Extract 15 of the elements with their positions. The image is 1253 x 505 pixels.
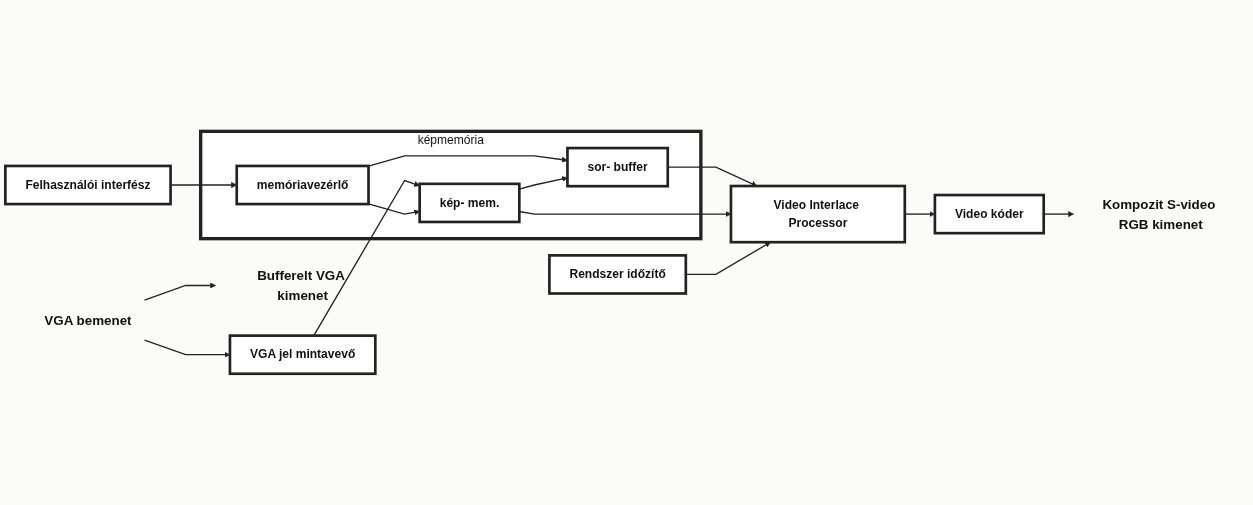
node-box: Video Interlace Processor bbox=[729, 184, 907, 244]
node-box: memóriavezérlő bbox=[235, 164, 370, 206]
node-text: Bufferelt VGA kimenet bbox=[257, 268, 345, 303]
node-box: Rendszer időzítő bbox=[548, 254, 688, 295]
node-box: Felhasználói interfész bbox=[4, 164, 172, 206]
node-box: kép- mem. bbox=[418, 182, 521, 224]
arrow bbox=[143, 282, 216, 301]
arrow bbox=[367, 203, 420, 216]
node-text: Kompozit S-video RGB kimenet bbox=[1102, 196, 1216, 232]
node-text: VGA bemenet bbox=[44, 312, 132, 328]
node-box: sor- buffer bbox=[566, 146, 670, 188]
arrow bbox=[367, 155, 568, 167]
arrow bbox=[1043, 211, 1075, 217]
node-box: VGA jel mintavevő bbox=[228, 334, 377, 376]
node-box: Video kóder bbox=[933, 193, 1046, 235]
